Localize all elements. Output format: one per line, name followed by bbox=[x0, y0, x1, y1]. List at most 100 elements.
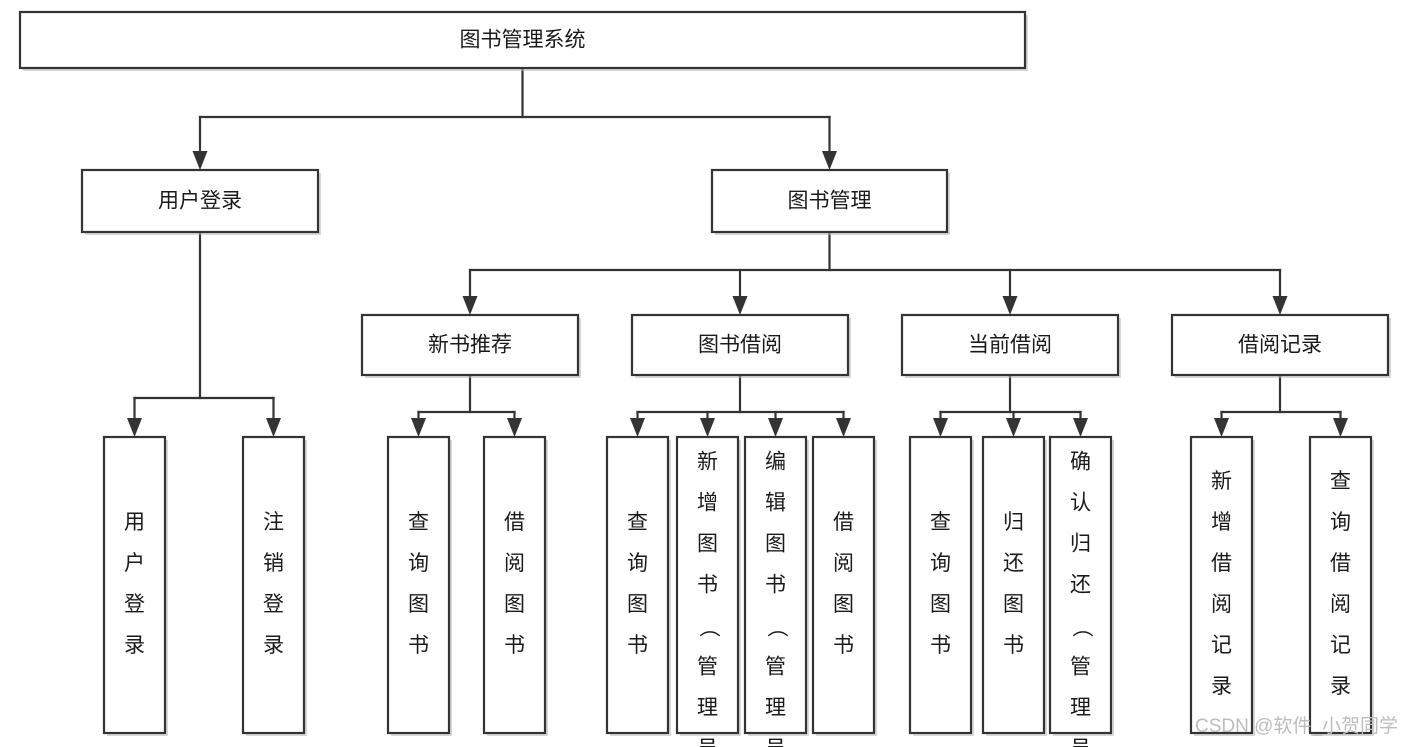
node-box[interactable] bbox=[80, 168, 320, 234]
node-label-char: 借 bbox=[1330, 552, 1351, 575]
arrow-head-icon bbox=[630, 418, 645, 437]
arrow-head-icon bbox=[1272, 296, 1288, 315]
node-label-char: 管 bbox=[697, 656, 718, 679]
node-label-char: 图 bbox=[697, 533, 718, 556]
node-box[interactable] bbox=[743, 435, 808, 735]
node-box[interactable] bbox=[630, 313, 850, 377]
node-label-char: 书 bbox=[697, 574, 718, 597]
arrow-head-icon bbox=[462, 296, 478, 315]
node-label-char: 归 bbox=[1003, 511, 1024, 534]
node-label-char: 书 bbox=[930, 634, 951, 657]
node-label: 用户登录 bbox=[158, 190, 242, 213]
node-label-char: 录 bbox=[124, 634, 145, 657]
node-label-char: 还 bbox=[1070, 574, 1091, 597]
node-box[interactable] bbox=[386, 435, 451, 735]
node-label-char: 认 bbox=[1070, 492, 1091, 515]
node-label-char: 图 bbox=[504, 593, 525, 616]
node-box[interactable] bbox=[811, 435, 876, 735]
node-label-char: 录 bbox=[1330, 675, 1351, 698]
connectors-layer bbox=[127, 66, 1348, 437]
node-label-char: 员 bbox=[697, 738, 718, 747]
node-label-char: 书 bbox=[408, 634, 429, 657]
node-label-char: 借 bbox=[1211, 552, 1232, 575]
node-l2-0-用户登录[interactable]: 用户登录 bbox=[80, 168, 321, 235]
node-label-char: 书 bbox=[833, 634, 854, 657]
node-l3-0-新书推荐[interactable]: 新书推荐 bbox=[360, 313, 581, 378]
node-box[interactable] bbox=[605, 435, 670, 735]
node-label-char: （ bbox=[765, 617, 788, 638]
node-label-char: 图 bbox=[765, 533, 786, 556]
node-label-char: 确 bbox=[1070, 451, 1091, 474]
node-label-char: 图 bbox=[627, 593, 648, 616]
node-box[interactable] bbox=[1170, 313, 1390, 377]
node-label-char: 书 bbox=[765, 574, 786, 597]
node-label: 当前借阅 bbox=[968, 334, 1052, 357]
node-label: 图书管理 bbox=[788, 190, 872, 213]
node-label-char: 借 bbox=[833, 511, 854, 534]
node-label-char: 书 bbox=[1003, 634, 1024, 657]
node-box[interactable] bbox=[908, 435, 973, 735]
node-leaf-0-用户登录[interactable]: 用户登录 bbox=[102, 435, 168, 736]
node-label-char: 辑 bbox=[765, 492, 786, 515]
node-label-char: 编 bbox=[765, 451, 786, 474]
node-l3-3-借阅记录[interactable]: 借阅记录 bbox=[1170, 313, 1391, 378]
node-box[interactable] bbox=[1048, 435, 1113, 735]
node-box[interactable] bbox=[241, 435, 306, 735]
node-label-char: 书 bbox=[504, 634, 525, 657]
node-box[interactable] bbox=[900, 313, 1120, 377]
node-label-char: 询 bbox=[930, 552, 951, 575]
arrow-head-icon bbox=[836, 418, 851, 437]
node-label-char: 登 bbox=[124, 593, 145, 616]
node-label-char: 阅 bbox=[1211, 593, 1232, 616]
node-box[interactable] bbox=[675, 435, 740, 735]
node-label: 图书管理系统 bbox=[460, 29, 586, 52]
node-label-char: 管 bbox=[765, 656, 786, 679]
node-label-char: 图 bbox=[930, 593, 951, 616]
node-box[interactable] bbox=[1189, 435, 1254, 735]
arrow-head-icon bbox=[266, 418, 281, 437]
node-label-char: 阅 bbox=[833, 552, 854, 575]
node-l2-1-图书管理[interactable]: 图书管理 bbox=[710, 168, 950, 235]
node-l3-1-图书借阅[interactable]: 图书借阅 bbox=[630, 313, 851, 378]
node-label: 图书借阅 bbox=[698, 334, 782, 357]
node-label-char: 增 bbox=[697, 492, 718, 515]
node-label-char: 新 bbox=[1211, 470, 1232, 493]
node-box[interactable] bbox=[1308, 435, 1373, 735]
node-label-char: 员 bbox=[1070, 738, 1091, 747]
node-box[interactable] bbox=[18, 10, 1027, 70]
node-box[interactable] bbox=[981, 435, 1046, 735]
node-box[interactable] bbox=[710, 168, 949, 234]
node-label-char: 图 bbox=[408, 593, 429, 616]
node-label-char: 书 bbox=[627, 634, 648, 657]
node-root-0-图书管理系统[interactable]: 图书管理系统 bbox=[18, 10, 1028, 71]
node-label-char: 图 bbox=[833, 593, 854, 616]
node-label-char: 录 bbox=[1211, 675, 1232, 698]
node-label-char: 图 bbox=[1003, 593, 1024, 616]
arrow-head-icon bbox=[1333, 418, 1348, 437]
node-label-char: 阅 bbox=[504, 552, 525, 575]
node-l3-2-当前借阅[interactable]: 当前借阅 bbox=[900, 313, 1121, 378]
node-box[interactable] bbox=[102, 435, 167, 735]
node-box[interactable] bbox=[360, 313, 580, 377]
csdn-watermark: CSDN @软件_小贺同学 bbox=[1195, 715, 1398, 737]
arrow-head-icon bbox=[1006, 418, 1021, 437]
node-label-char: 阅 bbox=[1330, 593, 1351, 616]
node-box[interactable] bbox=[482, 435, 547, 735]
node-label-char: 询 bbox=[408, 552, 429, 575]
arrow-head-icon bbox=[1002, 296, 1018, 315]
node-label-char: 查 bbox=[408, 511, 429, 534]
